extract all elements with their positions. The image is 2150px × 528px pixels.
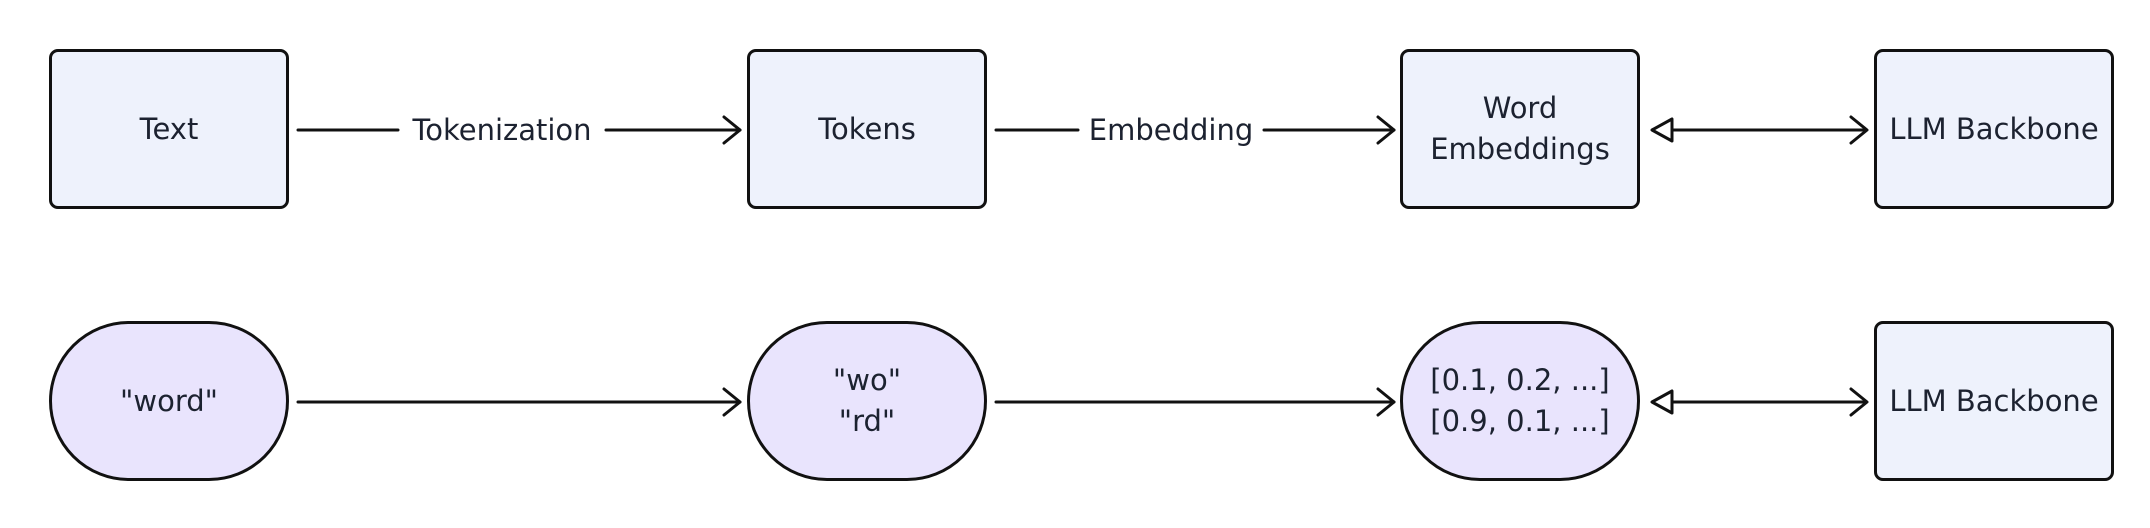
arrowhead-icon (722, 115, 742, 145)
subtoken-1: "wo" (832, 363, 902, 397)
arrowhead-icon (1376, 115, 1396, 145)
node-vectors-example: [0.1, 0.2, ...] [0.9, 0.1, ...] (1400, 321, 1640, 481)
node-word-embeddings: Word Embeddings (1400, 49, 1640, 209)
node-word-example-label: "word" (120, 383, 218, 418)
node-subtokens-example: "wo" "rd" (747, 321, 987, 481)
edge-word-to-subtokens (296, 387, 742, 417)
hollow-arrowhead-icon (1650, 117, 1674, 143)
edge-label-tokenization: Tokenization (410, 112, 594, 148)
vector-2: [0.9, 0.1, ...] (1430, 404, 1610, 438)
node-text: Text (49, 49, 289, 209)
node-word-example: "word" (49, 321, 289, 481)
subtoken-2: "rd" (838, 404, 896, 438)
edge-tokens-to-embeddings (994, 115, 1396, 145)
node-llm-backbone-2: LLM Backbone (1874, 321, 2114, 481)
node-llm-backbone-2-label: LLM Backbone (1889, 383, 2099, 418)
edge-label-embedding: Embedding (1086, 112, 1256, 148)
edge-text-to-tokens (296, 115, 742, 145)
arrowhead-icon (722, 387, 742, 417)
arrowhead-icon (1849, 387, 1869, 417)
node-llm-backbone-label: LLM Backbone (1889, 111, 2099, 146)
node-text-label: Text (139, 111, 199, 146)
edge-subtokens-to-vectors (994, 387, 1396, 417)
node-llm-backbone: LLM Backbone (1874, 49, 2114, 209)
node-tokens-label: Tokens (818, 111, 916, 146)
edge-vectors-backbone-bidirectional (1650, 387, 1869, 417)
node-word-embeddings-line-2: Embeddings (1430, 132, 1610, 166)
hollow-arrowhead-icon (1650, 389, 1674, 415)
arrowhead-icon (1849, 115, 1869, 145)
vector-1: [0.1, 0.2, ...] (1430, 363, 1610, 397)
arrowhead-icon (1376, 387, 1396, 417)
edge-embeddings-backbone-bidirectional (1650, 115, 1869, 145)
node-word-embeddings-line-1: Word (1482, 91, 1558, 125)
node-tokens: Tokens (747, 49, 987, 209)
